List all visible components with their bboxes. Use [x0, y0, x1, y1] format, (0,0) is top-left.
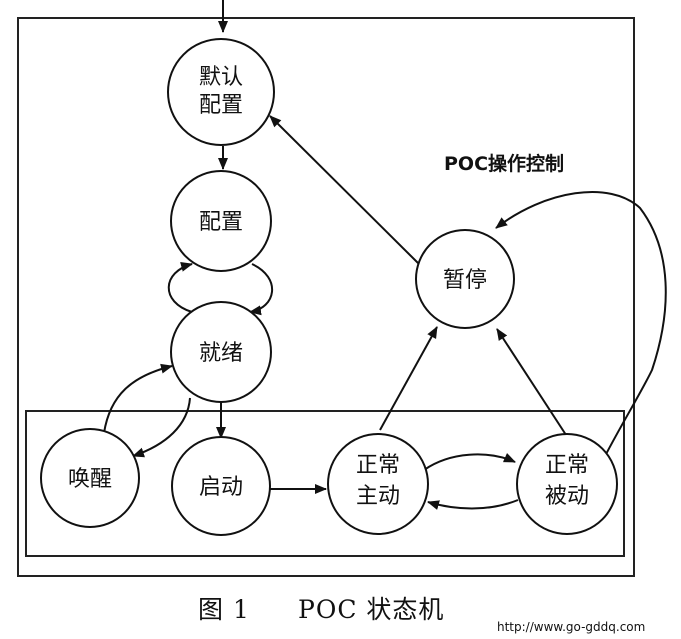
- node-ready-label: 就绪: [199, 341, 243, 366]
- group-title: POC操作控制: [444, 152, 564, 175]
- node-default-config-line2: 配置: [199, 93, 243, 118]
- node-pause-label: 暂停: [443, 268, 487, 293]
- edge-ready-to-config: [167, 262, 193, 313]
- node-pause: 暂停: [415, 229, 515, 329]
- node-default-config-line1: 默认: [199, 65, 243, 90]
- figure-number: 图 1: [198, 595, 250, 624]
- node-default-config: 默认 配置: [167, 38, 275, 146]
- edge-active-to-pause: [379, 326, 438, 431]
- node-start: 启动: [171, 436, 271, 536]
- node-normal-passive: 正常 被动: [516, 433, 618, 535]
- edge-passive-to-pause: [496, 328, 569, 439]
- edge-pause-to-default: [269, 115, 421, 266]
- node-start-label: 启动: [199, 475, 243, 500]
- run-region-frame: [25, 410, 625, 557]
- edge-active-to-passive: [423, 452, 516, 471]
- watermark-url: http://www.go-gddq.com: [497, 620, 645, 634]
- node-normal-active-line1: 正常: [356, 453, 400, 478]
- edge-passive-to-active: [427, 499, 519, 510]
- outer-frame: [17, 17, 635, 577]
- node-normal-active: 正常 主动: [327, 433, 429, 535]
- edge-config-to-ready: [249, 263, 273, 316]
- figure-title: POC 状态机: [298, 595, 444, 624]
- node-wake: 唤醒: [40, 428, 140, 528]
- node-wake-label: 唤醒: [68, 467, 112, 492]
- node-normal-active-line2: 主动: [356, 484, 400, 509]
- edge-passive-loop-to-pause: [495, 190, 667, 473]
- node-config: 配置: [170, 170, 272, 272]
- node-ready: 就绪: [170, 301, 272, 403]
- edge-wake-to-ready: [103, 363, 173, 434]
- node-normal-passive-line2: 被动: [545, 484, 589, 509]
- edge-ready-to-wake: [132, 397, 191, 458]
- node-normal-passive-line1: 正常: [545, 453, 589, 478]
- node-config-label: 配置: [199, 210, 243, 235]
